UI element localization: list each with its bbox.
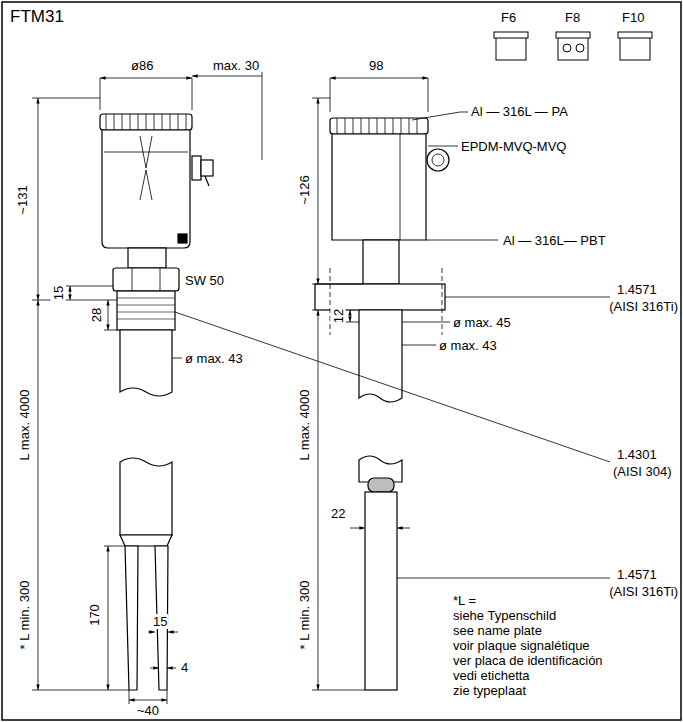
dimension-label: F8 [564,10,581,25]
dimension-label: SW 50 [184,273,225,288]
dimension-label: voir plaque signalétique [452,638,591,653]
dimension-label: 4 [180,660,189,675]
dimension-label: ver placa de identificación [452,653,604,668]
dimension-label: 1.4301 [616,447,658,462]
dimension-label: L max. 4000 [17,388,32,461]
dimension-label: ~40 [136,703,160,718]
dimension-label: * L min. 300 [297,580,312,651]
dimension-label: ~131 [15,184,30,215]
dimension-label: F6 [500,10,517,25]
dimension-label: 170 [87,603,102,627]
dimension-label: siehe Typenschild [452,608,557,623]
dimension-label: (AISI 316Ti) [608,299,679,314]
dimension-label: EPDM-MVQ-MVQ [460,139,567,154]
dimension-label: *L = [452,593,477,608]
left-device [100,114,213,690]
drawing-title: FTM31 [9,7,65,26]
dimension-label: ø86 [130,58,154,73]
dimension-label: (AISI 316Ti) [608,584,679,599]
dimension-label: zie typeplaat [452,683,527,698]
dimension-label: 15 [51,285,66,301]
dimension-label: F10 [621,10,645,25]
dimension-label: ø max. 45 [452,315,512,330]
dimension-label: Al — 316L— PBT [502,233,607,248]
dimension-label: vedi etichetta [452,668,531,683]
dimension-label: L max. 4000 [297,388,312,461]
dimension-label: (AISI 304) [612,464,673,479]
housing-icons [494,32,652,60]
dimension-label: 15 [152,614,168,629]
dimension-label: 28 [89,307,104,323]
dimension-label: Al — 316L — PA [470,104,569,119]
dimension-lines [32,72,450,704]
dimension-label: see name plate [452,623,543,638]
dimension-label: max. 30 [212,58,260,73]
dimension-label: ~126 [297,174,312,205]
dimension-label: 22 [330,506,346,521]
leader-lines [175,112,610,578]
right-device [315,118,449,690]
dimension-label: 1.4571 [616,567,658,582]
dimension-label: ø max. 43 [184,351,244,366]
dimension-label: 12 [331,308,346,324]
dimension-label: ø max. 43 [438,338,498,353]
dimension-label: * L min. 300 [17,580,32,651]
dimension-label: 1.4571 [616,282,658,297]
dimension-label: 98 [368,58,384,73]
